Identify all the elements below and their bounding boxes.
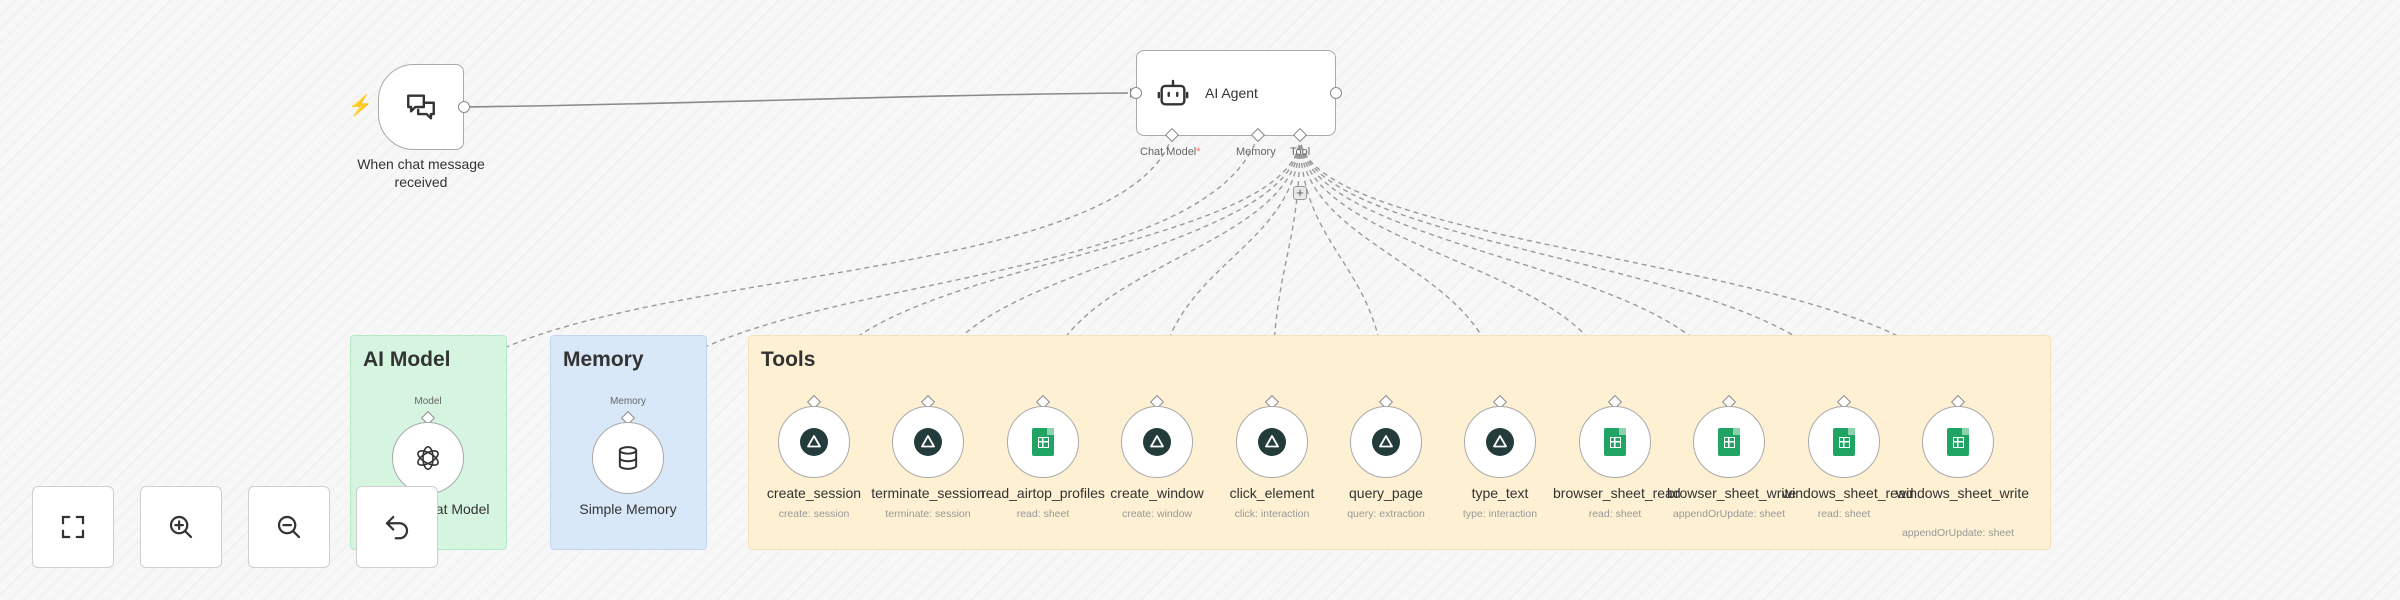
tool-subtitle: create: window — [1121, 508, 1193, 520]
tool-node-windows-sheet-read[interactable] — [1808, 406, 1880, 478]
tool-subtitle: type: interaction — [1462, 508, 1538, 520]
zoom-out-icon — [277, 515, 301, 539]
simple-memory-node[interactable] — [592, 422, 664, 494]
port-label-tool: Tool — [1290, 146, 1311, 158]
agent-output-handle[interactable] — [1330, 87, 1342, 99]
tool-subtitle: terminate: session — [885, 508, 971, 520]
google-sheets-icon — [1833, 428, 1855, 456]
tool-subtitle: read: sheet — [1817, 508, 1871, 520]
port-label-chat-model: Chat Model* — [1140, 146, 1201, 158]
memory-port-label: Memory — [609, 396, 647, 407]
tool-node-type-text[interactable] — [1464, 406, 1536, 478]
tool-node-terminate-session[interactable] — [892, 406, 964, 478]
trigger-node[interactable] — [378, 64, 464, 150]
tool-name: browser_sheet_write — [1667, 485, 1797, 501]
zoom-out-button[interactable] — [248, 486, 330, 568]
google-sheets-icon — [1604, 428, 1626, 456]
tool-node-query-page[interactable] — [1350, 406, 1422, 478]
trigger-label: When chat message received — [357, 156, 485, 190]
trigger-output-handle[interactable] — [458, 101, 470, 113]
tool-name: windows_sheet_write — [1896, 485, 2030, 501]
tool-name: query_page — [1349, 485, 1423, 501]
tool-subtitle: appendOrUpdate: sheet — [1672, 508, 1786, 520]
google-sheets-icon — [1032, 428, 1054, 456]
fit-view-button[interactable] — [32, 486, 114, 568]
chat-bubbles-icon — [407, 94, 435, 120]
zoom-in-button[interactable] — [140, 486, 222, 568]
sticky-title-ai-model: AI Model — [363, 348, 451, 371]
tool-subtitle: click: interaction — [1234, 508, 1310, 520]
airtop-icon — [1258, 428, 1286, 456]
zoom-in-icon — [169, 515, 193, 539]
tool-name: type_text — [1471, 485, 1529, 501]
airtop-icon — [1372, 428, 1400, 456]
tool-node-create-session[interactable] — [778, 406, 850, 478]
tool-node-browser-sheet-write[interactable] — [1693, 406, 1765, 478]
ai-agent-node[interactable]: AI Agent — [1136, 50, 1336, 136]
tool-name: browser_sheet_read — [1553, 485, 1681, 501]
memory-node-name: Simple Memory — [579, 501, 677, 517]
tool-name: terminate_session — [871, 485, 985, 501]
port-label-memory: Memory — [1236, 146, 1276, 158]
tool-node-windows-sheet-write[interactable] — [1922, 406, 1994, 478]
airtop-icon — [1143, 428, 1171, 456]
google-sheets-icon — [1718, 428, 1740, 456]
tool-node-read-airtop-profiles[interactable] — [1007, 406, 1079, 478]
agent-input-handle[interactable] — [1130, 87, 1142, 99]
google-sheets-icon — [1947, 428, 1969, 456]
robot-icon — [1155, 75, 1191, 111]
openai-chat-model-node[interactable] — [392, 422, 464, 494]
tool-subtitle: create: session — [778, 508, 850, 520]
tool-subtitle: read: sheet — [1588, 508, 1642, 520]
sticky-title-tools: Tools — [761, 348, 816, 371]
tool-subtitle: appendOrUpdate: sheet — [1901, 527, 2015, 539]
expand-icon — [61, 515, 85, 539]
airtop-icon — [1486, 428, 1514, 456]
database-icon — [618, 446, 638, 470]
main-connection — [465, 92, 1129, 108]
openai-icon — [417, 445, 439, 471]
tool-name: create_session — [766, 485, 862, 501]
ai-agent-label: AI Agent — [1205, 85, 1258, 101]
tool-node-browser-sheet-read[interactable] — [1579, 406, 1651, 478]
undo-icon — [385, 515, 409, 540]
add-tool-button[interactable]: + — [1293, 186, 1307, 200]
tool-name: read_airtop_profiles — [981, 485, 1105, 501]
tool-name: windows_sheet_read — [1782, 485, 1914, 501]
tool-subtitle: read: sheet — [1016, 508, 1070, 520]
airtop-icon — [800, 428, 828, 456]
model-port-label: Model — [414, 396, 442, 407]
tool-name: click_element — [1229, 485, 1315, 501]
tool-name: create_window — [1110, 485, 1204, 501]
tool-subtitle: query: extraction — [1347, 508, 1425, 520]
sticky-title-memory: Memory — [563, 348, 644, 371]
tool-node-create-window[interactable] — [1121, 406, 1193, 478]
airtop-icon — [914, 428, 942, 456]
tool-node-click-element[interactable] — [1236, 406, 1308, 478]
reset-zoom-button[interactable] — [356, 486, 438, 568]
lightning-bolt-icon: ⚡ — [348, 95, 373, 117]
